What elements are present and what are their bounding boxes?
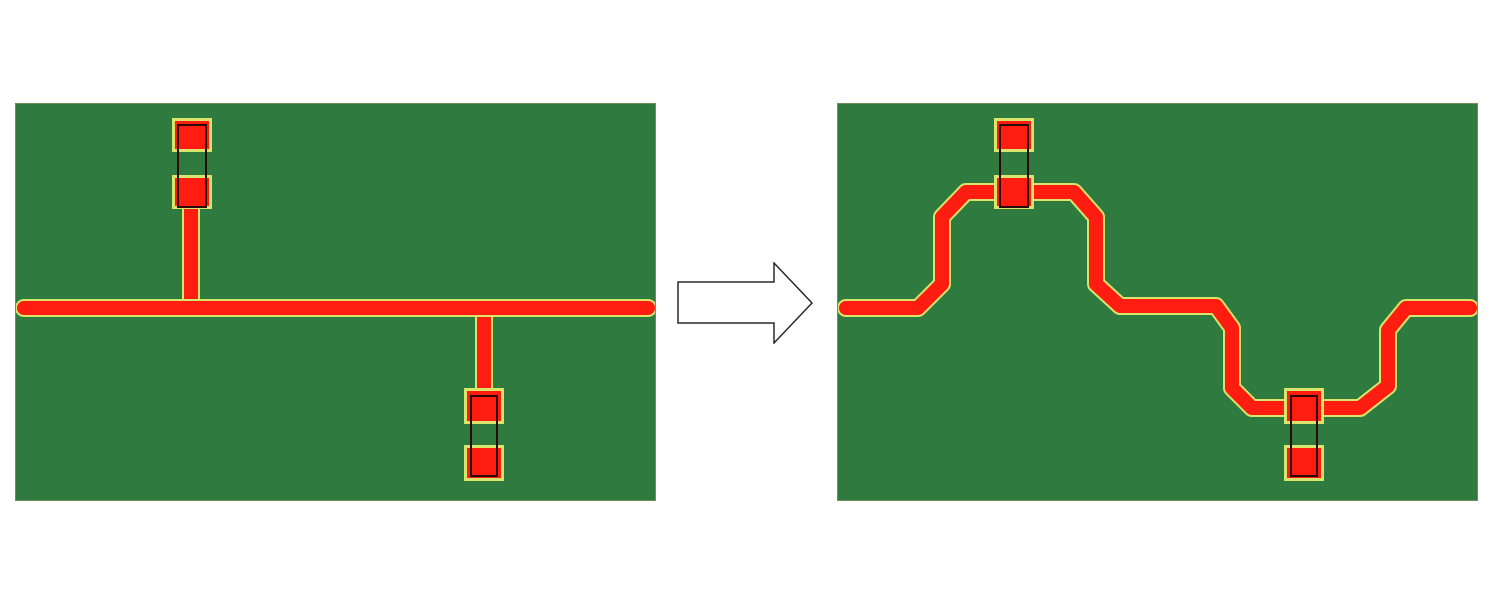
pad xyxy=(997,178,1031,206)
component-outline xyxy=(999,124,1029,208)
component-outline xyxy=(1290,395,1318,477)
right-arrow-icon xyxy=(676,261,816,345)
component-outline xyxy=(177,124,207,208)
component-top xyxy=(994,118,1034,209)
arrow-outline xyxy=(677,261,814,345)
pcb-board-before-drawing xyxy=(16,104,655,500)
pcb-board-after xyxy=(837,103,1478,501)
component-top xyxy=(172,118,212,209)
pad xyxy=(467,448,501,478)
component-outline xyxy=(470,395,498,477)
component-bottom xyxy=(464,388,504,481)
component-bottom xyxy=(1284,388,1324,481)
right-arrow-icon-shape xyxy=(677,261,814,345)
pcb-board-after-drawing xyxy=(838,104,1477,500)
pad xyxy=(175,178,209,206)
meander-trace xyxy=(839,185,1477,415)
pad xyxy=(1287,448,1321,478)
pcb-board-before xyxy=(15,103,656,501)
